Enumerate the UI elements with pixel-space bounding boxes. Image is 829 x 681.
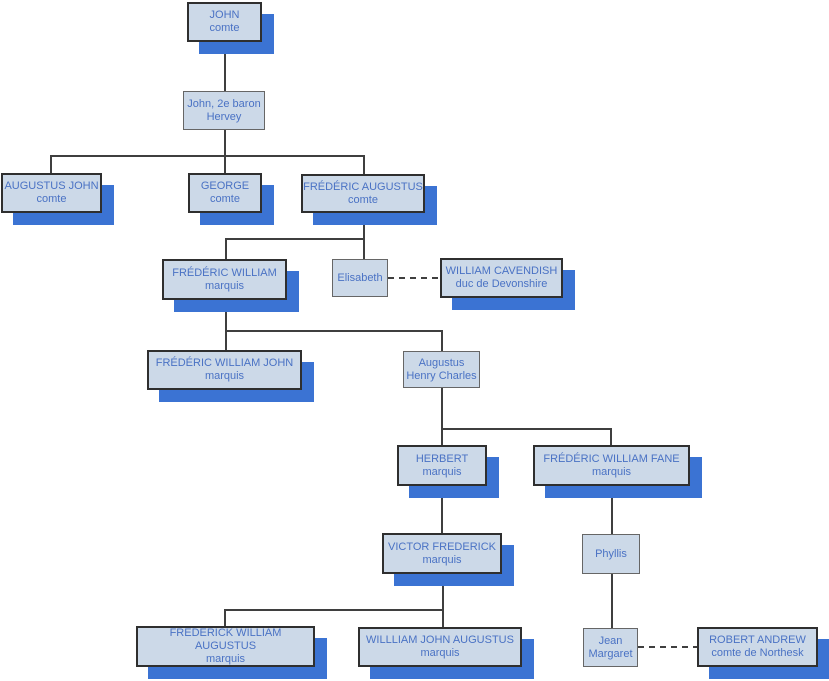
connector-line (441, 330, 443, 351)
connector-line (225, 238, 227, 259)
connector-line (225, 238, 363, 240)
connector-line (442, 574, 444, 609)
connector-line (610, 428, 612, 445)
person-title: marquis (591, 465, 632, 478)
connector-line (224, 130, 226, 173)
connector-line (363, 213, 365, 238)
person-name: GEORGE (200, 180, 250, 192)
person-name: Elisabeth (337, 271, 383, 284)
person-title: Margaret (588, 647, 633, 660)
connector-line (225, 330, 227, 350)
person-name: FRÉDÉRIC AUGUSTUS (303, 180, 423, 193)
person-name: WILLIAM CAVENDISH (445, 265, 558, 277)
person-title: marquis (422, 465, 462, 478)
person-name: HERBERT (415, 452, 469, 465)
connector-line (50, 155, 363, 157)
person-title: duc de Devonshire (455, 278, 548, 290)
person-name: John, 2e baron (187, 97, 261, 110)
connector-line (224, 609, 442, 611)
person-name: FRÉDÉRIC WILLIAM (172, 266, 277, 279)
person-title: comte de Northesk (711, 647, 804, 659)
connector-line (224, 42, 226, 91)
person-title: comte (210, 193, 240, 205)
connector-line (611, 486, 613, 534)
connector-line (50, 155, 52, 173)
connector-line (611, 574, 613, 628)
person-title: comte (348, 193, 378, 206)
connector-line (441, 486, 443, 533)
person-title: marquis (422, 553, 462, 566)
person-name: FREDERICK WILLIAM AUGUSTUS (169, 627, 282, 652)
marriage-connector-line (638, 646, 697, 648)
person-name: FRÉDÉRIC WILLIAM JOHN (155, 357, 294, 369)
connector-line (225, 330, 441, 332)
person-name: WILLLIAM JOHN AUGUSTUS (366, 634, 514, 646)
node-phyllis[interactable]: Phyllis (582, 534, 640, 574)
node-elisabeth[interactable]: Elisabeth (332, 259, 388, 297)
connector-line (225, 300, 227, 330)
person-title: marquis (204, 370, 245, 382)
connector-line (224, 609, 226, 626)
connector-line (441, 428, 610, 430)
person-name: Jean (598, 634, 623, 647)
connector-line (441, 428, 443, 445)
marriage-connector-line (388, 277, 440, 279)
person-name: JOHN (209, 9, 240, 21)
connector-line (441, 388, 443, 428)
connector-line (363, 155, 365, 174)
person-title: Hervey (206, 110, 242, 123)
person-name: VICTOR FREDERICK (388, 540, 496, 553)
connector-line (442, 609, 444, 627)
person-title: marquis (205, 653, 246, 665)
person-title: marquis (204, 279, 245, 292)
person-name: AUGUSTUS JOHN (4, 180, 99, 192)
person-name: Augustus (418, 356, 465, 369)
person-name: Phyllis (595, 547, 627, 560)
person-title: comte (36, 193, 67, 205)
person-title: Henry Charles (406, 369, 477, 382)
person-name: ROBERT ANDREW (709, 634, 806, 646)
person-title: comte (209, 22, 240, 34)
person-title: marquis (420, 647, 460, 659)
person-name: FRÉDÉRIC WILLIAM FANE (543, 452, 680, 465)
connector-line (363, 238, 365, 259)
